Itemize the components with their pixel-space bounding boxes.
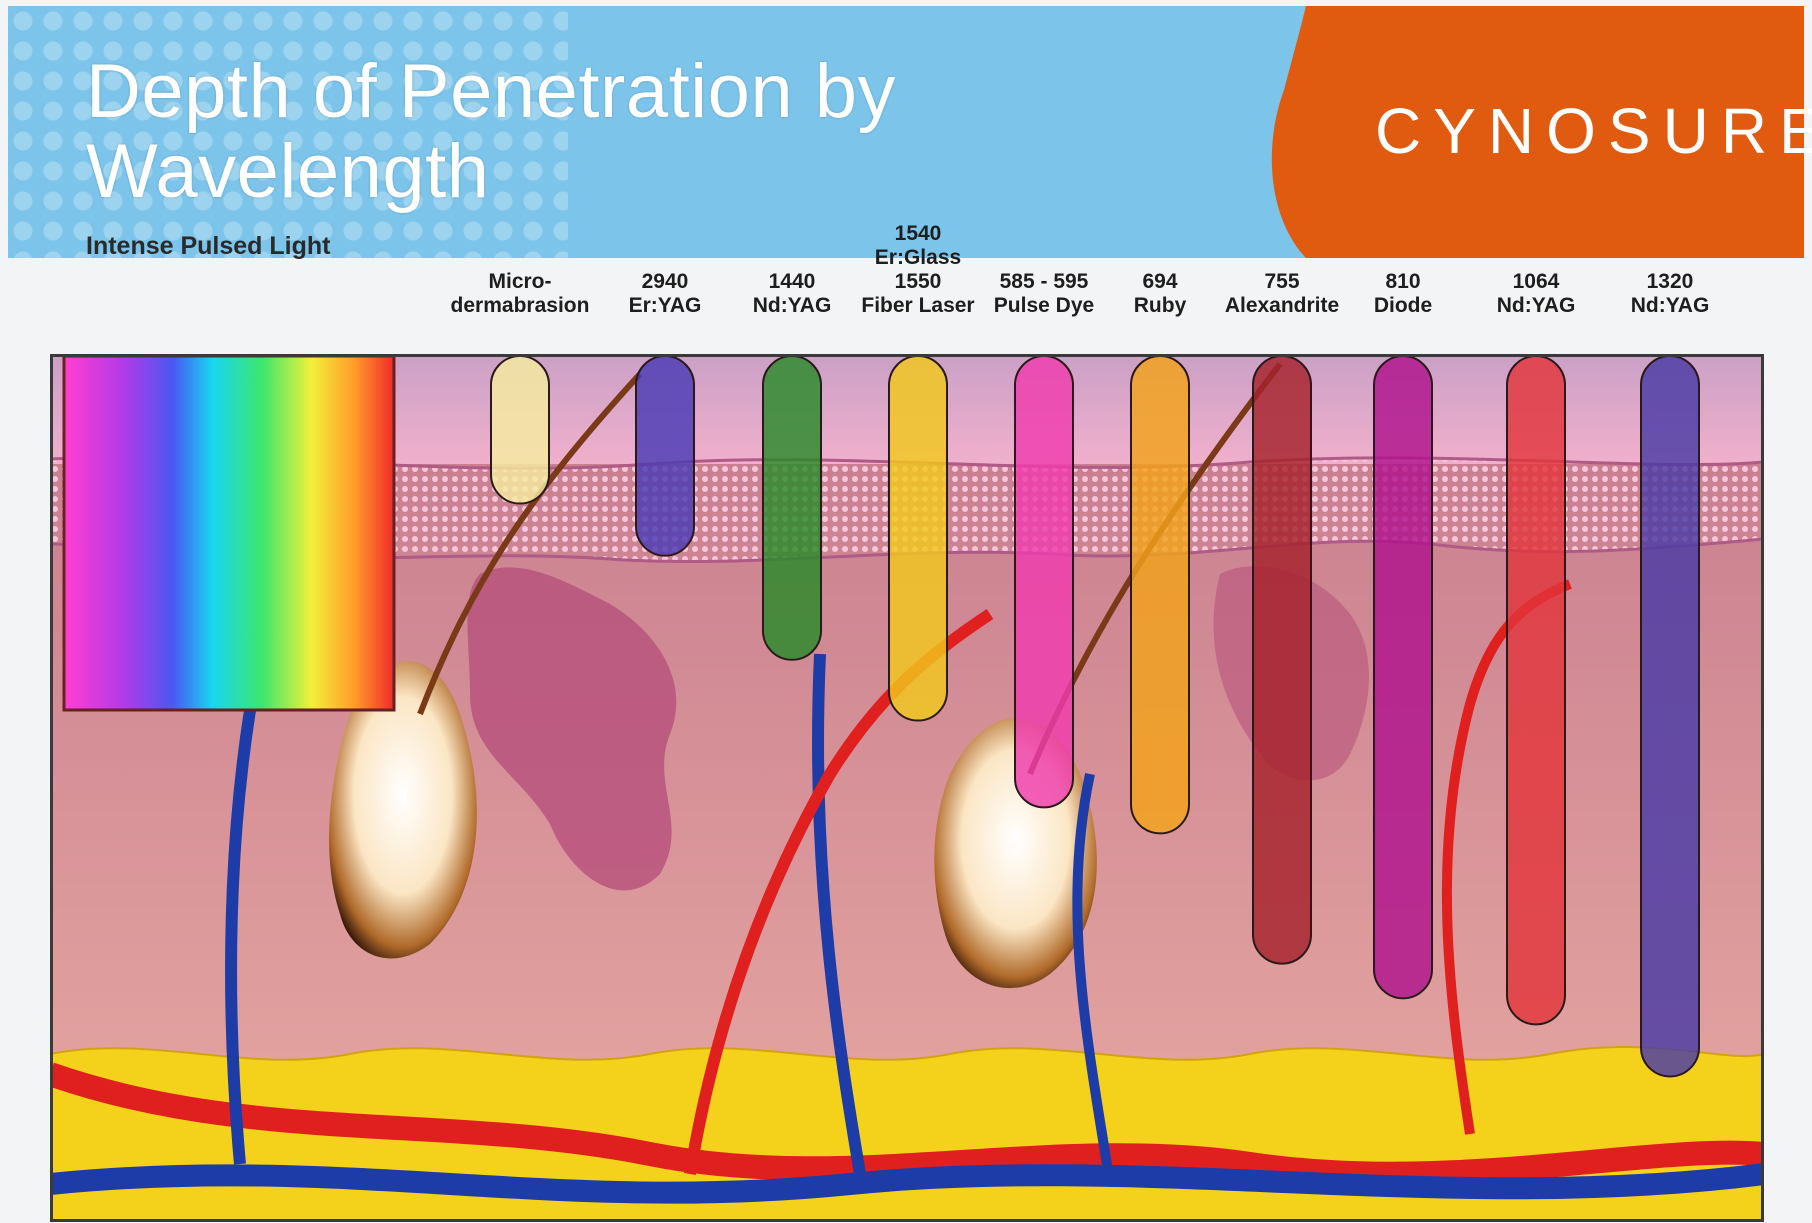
penetration-bar [636,356,694,556]
wavelength-label-line: dermabrasion [451,294,590,318]
wavelength-label: 1064Nd:YAG [1497,270,1576,318]
penetration-bar [1131,356,1189,833]
wavelength-label-line: Alexandrite [1225,294,1339,318]
wavelength-label-line: 810 [1374,270,1432,294]
wavelength-label-line: Nd:YAG [753,294,832,318]
wavelength-label: 2940Er:YAG [629,270,702,318]
wavelength-label: 755Alexandrite [1225,270,1339,318]
penetration-bar [1253,356,1311,964]
wavelength-label-line: 585 - 595 [994,270,1094,294]
penetration-bar [491,356,549,504]
penetration-bar [1507,356,1565,1024]
wavelength-label-line: 755 [1225,270,1339,294]
wavelength-label: 1440Nd:YAG [753,270,832,318]
wavelength-label-line: 694 [1134,270,1187,294]
penetration-bar [1015,356,1073,807]
title-line-2: Wavelength [86,132,896,212]
wavelength-label-line: Micro- [451,270,590,294]
wavelength-label-line: 1320 [1631,270,1710,294]
wavelength-label: 1320Nd:YAG [1631,270,1710,318]
wavelength-label: 694Ruby [1134,270,1187,318]
title-line-1: Depth of Penetration by [86,52,896,132]
wavelength-label-line: Nd:YAG [1497,294,1576,318]
wavelength-label-line: Nd:YAG [1631,294,1710,318]
ipl-spectrum-block [64,356,394,710]
cynosure-logo: CYNOSURE [1375,94,1812,168]
wavelength-label-line: Er:Glass [861,246,974,270]
wavelength-label-line: 1440 [753,270,832,294]
page-title: Depth of Penetration by Wavelength [86,52,896,212]
ipl-label: Intense Pulsed Light [86,232,330,261]
penetration-bar [889,356,947,721]
wavelength-label: 810Diode [1374,270,1432,318]
wavelength-label-line: 1550 [861,270,974,294]
penetration-bar [763,356,821,660]
wavelength-label-line: Fiber Laser [861,294,974,318]
wavelength-label: Micro-dermabrasion [451,270,590,318]
wavelength-label-line: 2940 [629,270,702,294]
penetration-bar [1641,356,1699,1076]
wavelength-label: 1540Er:Glass1550Fiber Laser [861,222,974,318]
wavelength-label: 585 - 595Pulse Dye [994,270,1094,318]
wavelength-label-line: Ruby [1134,294,1187,318]
wavelength-label-line: Diode [1374,294,1432,318]
skin-diagram [50,354,1764,1222]
wavelength-label-line: 1540 [861,222,974,246]
wavelength-label-line: Er:YAG [629,294,702,318]
wavelength-label-line: Pulse Dye [994,294,1094,318]
wavelength-label-line: 1064 [1497,270,1576,294]
penetration-bar [1374,356,1432,998]
